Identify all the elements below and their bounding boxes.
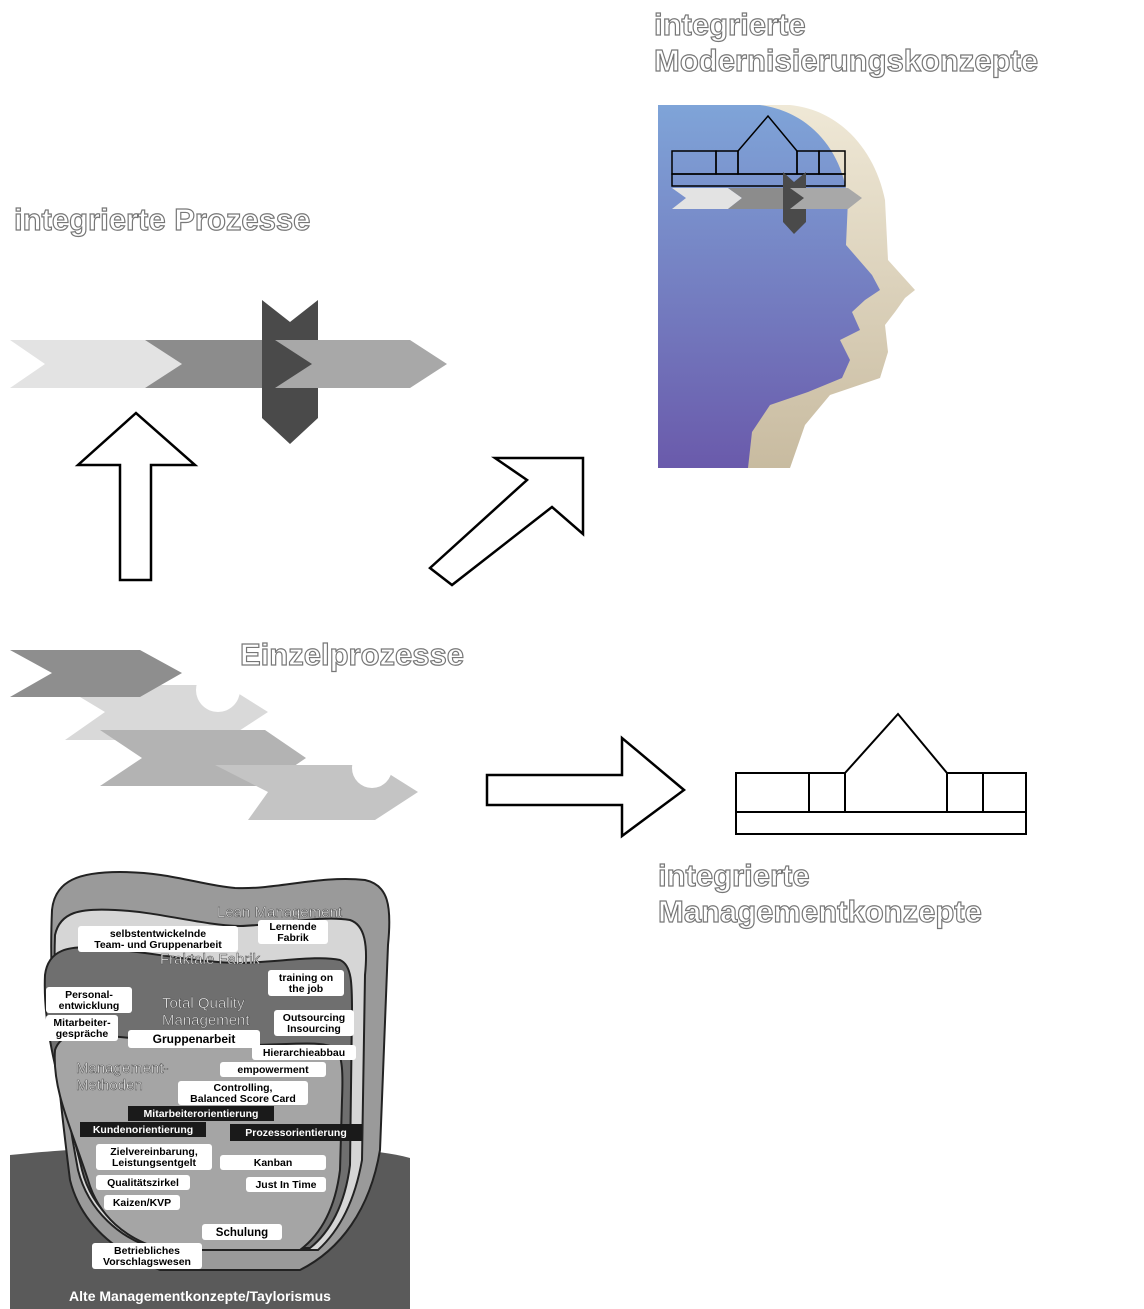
label-fraktale-fabrik: Fraktale Fabrik (160, 951, 261, 968)
text-kanban: Kanban (254, 1157, 293, 1169)
individual-process-chevrons (10, 650, 418, 820)
label-lean-management: Lean Management (217, 904, 343, 921)
chevron-bite (196, 668, 240, 712)
up-arrow-icon (78, 413, 195, 580)
chevron-bite (352, 748, 392, 788)
text-kundenorientierung: Kundenorientierung (93, 1124, 193, 1136)
text-hierarchie: Hierarchieabbau (263, 1047, 345, 1059)
title-management-line1: integrierte (658, 858, 810, 893)
text-mitarbeiterorientierung: Mitarbeiterorientierung (144, 1108, 259, 1120)
title-management-line2: Managementkonzepte (658, 894, 982, 929)
diagonal-arrow-icon (430, 458, 583, 585)
text-betrieb-2: Vorschlagswesen (103, 1256, 191, 1268)
text-prozessorientierung: Prozessorientierung (245, 1127, 347, 1139)
text-gruppenarbeit: Gruppenarbeit (153, 1032, 236, 1046)
title-individual-processes: Einzelprozesse (240, 637, 464, 672)
text-jit: Just In Time (255, 1179, 316, 1191)
text-empowerment: empowerment (237, 1064, 309, 1076)
title-modernization-line2: Modernisierungskonzepte (654, 43, 1038, 78)
label-methods-line1: Management- (76, 1060, 169, 1077)
title-integrated-processes: integrierte Prozesse (14, 202, 310, 237)
text-mitarbeiter-2: gespräche (56, 1028, 109, 1040)
text-ziel-2: Leistungsentgelt (112, 1157, 197, 1169)
text-training-2: the job (289, 983, 323, 995)
text-qualitaet: Qualitätszirkel (107, 1177, 179, 1189)
text-personal-2: entwicklung (59, 1000, 120, 1012)
label-tqm-line2: Management (162, 1012, 250, 1029)
label-tqm-line1: Total Quality (162, 995, 245, 1012)
right-arrow-icon (487, 738, 684, 836)
label-methods-line2: Methoden (76, 1077, 143, 1094)
text-outsourcing-2: Insourcing (287, 1023, 341, 1035)
title-modernization-line1: integrierte (654, 7, 806, 42)
text-base-caption: Alte Managementkonzepte/Taylorismus (69, 1288, 331, 1304)
text-schulung: Schulung (216, 1227, 268, 1239)
tooth-diagram: Lean Management Fraktale Fabrik Total Qu… (10, 872, 410, 1309)
text-kaizen: Kaizen/KVP (113, 1197, 171, 1209)
text-controlling-2: Balanced Score Card (190, 1093, 296, 1105)
head-graphic (658, 105, 915, 468)
text-selbst-2: Team- und Gruppenarbeit (94, 939, 222, 951)
text-lernende-2: Fabrik (277, 932, 309, 944)
integrated-process-chevrons (10, 300, 447, 444)
management-house-icon (736, 714, 1026, 834)
